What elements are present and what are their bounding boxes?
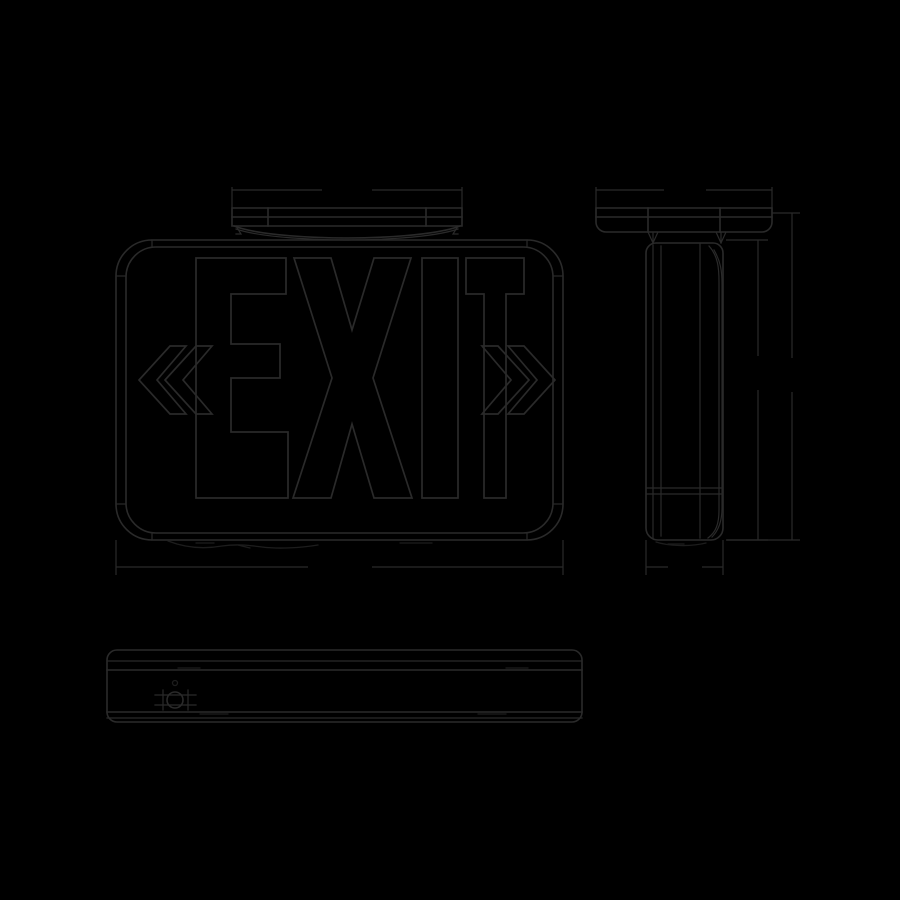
side-body-height-dimension bbox=[726, 239, 768, 541]
bottom-status-led bbox=[171, 679, 179, 687]
side-view-group bbox=[596, 187, 800, 575]
side-canopy-width-dimension bbox=[595, 187, 773, 214]
front-canopy-width-dimension bbox=[231, 187, 463, 214]
front-right-arrow bbox=[480, 345, 557, 415]
front-overall-width-dimension bbox=[115, 540, 564, 575]
bottom-view-group bbox=[107, 650, 582, 722]
front-housing-outline bbox=[116, 240, 563, 549]
front-exit-text-glyphs bbox=[195, 257, 525, 499]
front-mounting-canopy bbox=[232, 208, 462, 241]
side-overall-height-dimension bbox=[727, 212, 800, 541]
bottom-view-outline bbox=[107, 650, 582, 722]
bottom-tab-marks bbox=[177, 667, 529, 715]
side-mounting-canopy bbox=[596, 208, 772, 244]
bottom-test-switch-indicator bbox=[154, 679, 197, 711]
side-housing-profile bbox=[646, 243, 723, 547]
side-body-depth-dimension bbox=[645, 540, 724, 575]
front-view-group bbox=[116, 187, 563, 575]
front-left-arrow bbox=[137, 345, 214, 415]
